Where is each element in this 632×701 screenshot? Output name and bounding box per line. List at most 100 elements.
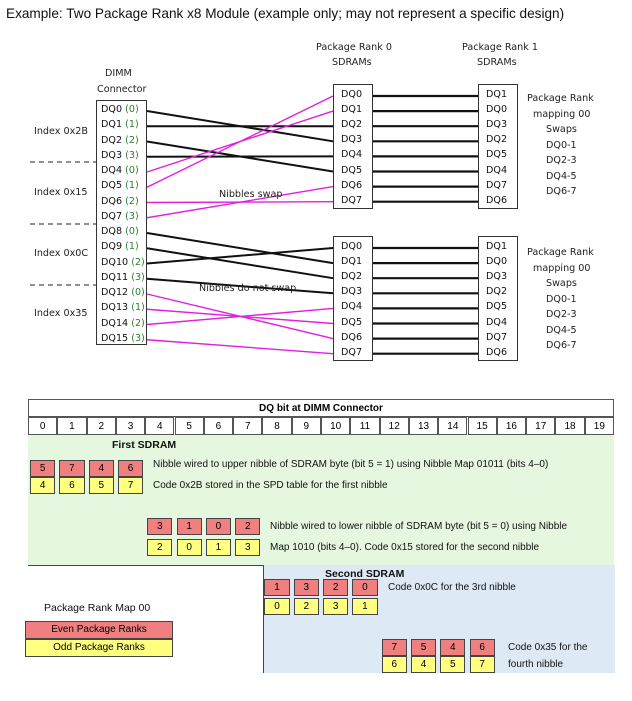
rank1-dq-pin: DQ3	[486, 271, 508, 283]
rank0-subtitle: SDRAMs	[332, 57, 372, 68]
nibbles-swap-label: Nibbles swap	[219, 189, 283, 200]
nibble-note: Code 0x35 for the	[508, 642, 588, 653]
nibble-bit-number: (2)	[125, 134, 139, 146]
dimm-label-connector: Connector	[97, 84, 147, 95]
rank1-dq-pin: DQ2	[486, 134, 508, 146]
bit-index-cell: 8	[262, 417, 292, 435]
dimm-pin: DQ5 (1)	[101, 180, 139, 191]
bit-index-cell: 17	[526, 417, 556, 435]
nibble-note: Code 0x0C for the 3rd nibble	[388, 582, 516, 593]
rank1-dq-pin: DQ7	[486, 179, 508, 191]
legend-even: Even Package Ranks	[25, 621, 173, 639]
nibble-bit-number: (1)	[131, 302, 145, 314]
wire	[146, 247, 334, 265]
dimm-pin-name: DQ14	[101, 317, 132, 329]
rank0-dq-pin: DQ5	[341, 164, 363, 176]
dimm-pin: DQ10 (2)	[101, 257, 145, 268]
odd-rank-code-cell: 7	[117, 477, 144, 494]
rank1-dq-pin: DQ5	[486, 149, 508, 161]
nibble-bit-number: (0)	[125, 226, 139, 237]
bit-index-cell: 10	[321, 417, 351, 435]
index-label: Index 0x15	[34, 187, 88, 198]
mapping-note-line: DQ0-1	[546, 139, 577, 151]
mapping-note-line: Swaps	[546, 278, 577, 289]
nibble-bit-number: (3)	[131, 332, 145, 344]
wire	[146, 232, 334, 265]
mapping-note-line: DQ0-1	[546, 293, 577, 305]
rank0-dq-pin: DQ3	[341, 134, 363, 146]
even-rank-code-cell: 3	[293, 579, 319, 596]
dimm-pin-name: DQ7	[101, 210, 126, 222]
dimm-pin-name: DQ3	[101, 149, 126, 161]
rank0-dq-pin: DQ5	[341, 316, 363, 328]
mapping-note-line: DQ2-3	[546, 155, 577, 166]
nibble-note: Code 0x2B stored in the SPD table for th…	[153, 480, 388, 491]
nibble-bit-number: (3)	[131, 271, 145, 283]
dimm-connector-box	[96, 100, 147, 345]
dimm-label: DIMM	[105, 68, 132, 79]
even-rank-code-cell: 2	[323, 579, 349, 596]
bit-index-cell: 5	[174, 417, 204, 435]
bit-index-cell: 9	[291, 417, 321, 435]
dimm-pin: DQ0 (0)	[101, 104, 139, 115]
nibble-note: fourth nibble	[508, 659, 564, 670]
rank0-dq-pin: DQ6	[341, 179, 363, 191]
dimm-pin: DQ4 (0)	[101, 165, 139, 176]
rank1-dq-pin: DQ0	[486, 104, 508, 116]
legend-title: Package Rank Map 00	[44, 602, 151, 614]
nibble-bit-number: (3)	[125, 149, 139, 161]
even-rank-code-cell: 1	[264, 579, 290, 596]
even-rank-code-cell: 6	[469, 639, 495, 656]
even-rank-code-cell: 7	[381, 639, 407, 656]
rank1-sdram-bottom	[478, 236, 518, 361]
nibble-note: Nibble wired to lower nibble of SDRAM by…	[270, 521, 568, 532]
mapping-note-line: Package Rank	[527, 247, 594, 258]
nibble-bit-number: (1)	[125, 241, 139, 253]
odd-rank-code-cell: 6	[381, 656, 407, 673]
odd-rank-code-cell: 7	[469, 656, 495, 673]
odd-rank-code-cell: 5	[440, 656, 466, 673]
bit-index-cell: 19	[584, 417, 614, 435]
odd-rank-code-cell: 1	[205, 539, 232, 556]
rank0-dq-pin: DQ6	[341, 331, 363, 343]
rank1-subtitle: SDRAMs	[477, 57, 517, 68]
dimm-pin-name: DQ15	[101, 332, 132, 344]
odd-rank-code-cell: 3	[235, 539, 261, 556]
wire	[146, 247, 334, 280]
nibble-bit-number: (1)	[125, 119, 139, 131]
bit-index-cell: 15	[467, 417, 497, 435]
dimm-pin-name: DQ4	[101, 165, 126, 176]
wire	[146, 185, 334, 219]
rank1-dq-pin: DQ2	[486, 286, 508, 298]
odd-rank-code-cell: 3	[323, 598, 349, 615]
mapping-note-line: Package Rank	[527, 93, 594, 104]
bit-index-cell: 14	[438, 417, 468, 435]
legend-odd: Odd Package Ranks	[25, 639, 173, 657]
dimm-pin-name: DQ1	[101, 119, 126, 131]
even-rank-code-cell: 3	[147, 518, 173, 535]
index-dividers	[30, 161, 96, 286]
rank0-dq-pin: DQ1	[341, 104, 363, 116]
even-rank-code-cell: 0	[352, 579, 378, 596]
mapping-note-line: DQ6-7	[546, 340, 577, 351]
dimm-pin: DQ15 (3)	[101, 333, 145, 344]
bit-index-cell: 2	[86, 417, 116, 435]
rank1-dq-pin: DQ4	[486, 164, 508, 176]
odd-rank-code-cell: 2	[147, 539, 173, 556]
rank0-dq-pin: DQ2	[341, 271, 363, 283]
first-sdram-region-right	[263, 435, 614, 565]
bit-index-cell: 4	[145, 417, 175, 435]
rank1-dq-pin: DQ6	[486, 346, 508, 358]
dimm-pin-name: DQ5	[101, 180, 126, 192]
nibble-bit-number: (0)	[125, 104, 139, 115]
rank0-dq-pin: DQ7	[341, 346, 363, 358]
even-rank-code-cell: 4	[88, 460, 114, 477]
dimm-pin-name: DQ8	[101, 226, 126, 237]
mapping-note-line: mapping 00	[533, 108, 591, 120]
dimm-pin-name: DQ6	[101, 195, 126, 207]
rank0-dq-pin: DQ3	[341, 286, 363, 298]
dimm-pin: DQ2 (2)	[101, 135, 139, 146]
page-title: Example: Two Package Rank x8 Module (exa…	[6, 6, 565, 21]
odd-rank-code-cell: 5	[88, 477, 114, 494]
bit-index-cell: 12	[379, 417, 409, 435]
